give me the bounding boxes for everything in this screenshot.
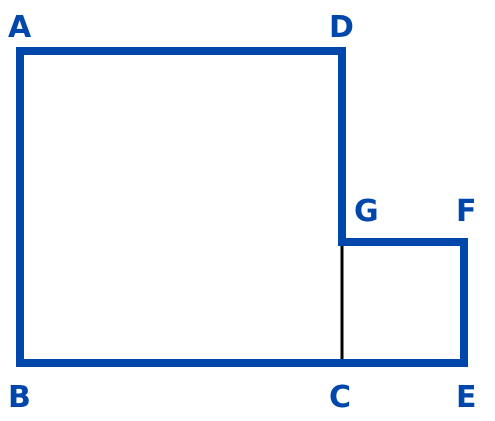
outer-outline [16,47,468,367]
vertex-label-b: B [8,380,31,415]
vertex-label-c: C [329,380,351,415]
vertex-label-d: D [329,10,354,45]
vertex-label-a: A [8,10,32,45]
vertex-label-f: F [456,194,477,229]
vertex-label-e: E [456,380,477,415]
vertex-label-g: G [354,194,379,229]
